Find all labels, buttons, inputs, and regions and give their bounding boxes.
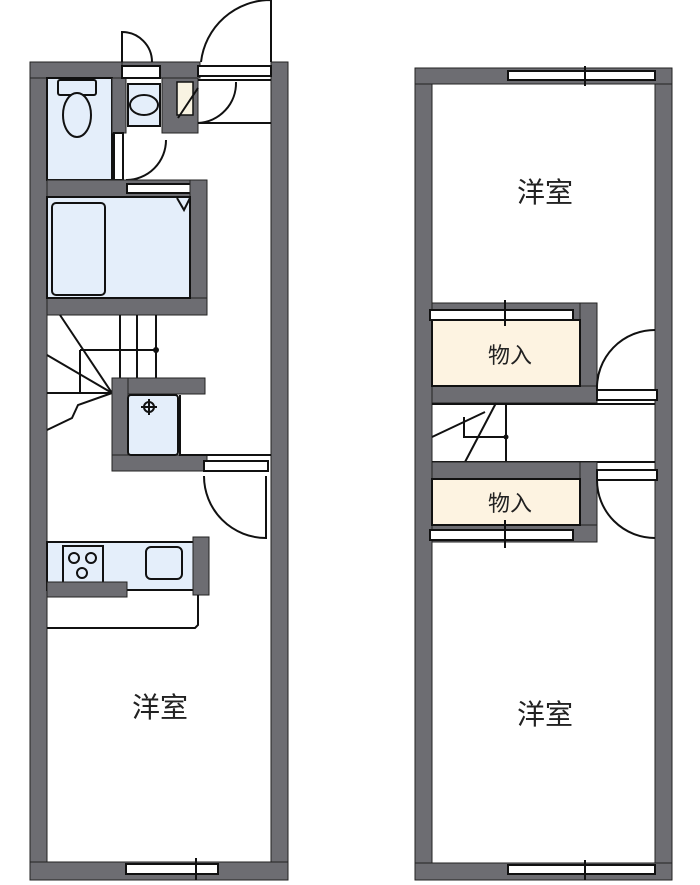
shower-icon xyxy=(176,197,191,213)
stair-post xyxy=(503,434,509,440)
shoe-cabinet xyxy=(176,81,194,116)
washing-machine-space xyxy=(127,394,179,456)
closet-door[interactable] xyxy=(429,309,574,321)
sink-icon xyxy=(129,94,159,116)
room-door[interactable] xyxy=(596,389,658,401)
wall-segment xyxy=(111,454,208,472)
closet-door[interactable] xyxy=(429,529,574,541)
room-label-2f-lower: 洋室 xyxy=(517,698,573,731)
storage-label-lower: 物入 xyxy=(488,492,532,517)
wall-segment xyxy=(46,581,128,598)
window xyxy=(507,70,656,81)
wall-right xyxy=(270,61,289,881)
stove xyxy=(62,545,104,585)
kitchen-sink xyxy=(145,546,183,580)
burner-icon xyxy=(85,552,97,564)
burner-icon xyxy=(68,552,80,564)
wall-segment xyxy=(46,297,208,316)
wall-top xyxy=(29,61,123,79)
counter-line xyxy=(47,595,199,629)
window xyxy=(507,864,656,875)
storage-upper xyxy=(431,319,581,387)
wall-segment xyxy=(431,461,598,480)
toilet-door[interactable] xyxy=(113,132,124,181)
entrance-door[interactable] xyxy=(197,65,272,77)
wall-segment xyxy=(189,179,208,316)
storage-label-upper: 物入 xyxy=(488,344,532,369)
room-door[interactable] xyxy=(203,460,269,472)
door-swing-icon xyxy=(200,0,272,63)
bathtub xyxy=(51,202,106,296)
toilet-icon xyxy=(62,92,92,138)
bath-door[interactable] xyxy=(126,183,192,194)
room-door[interactable] xyxy=(596,469,658,481)
door-swing-icon xyxy=(121,30,153,63)
window xyxy=(121,65,161,79)
staircase xyxy=(431,402,655,470)
room-label-2f-upper: 洋室 xyxy=(517,176,573,209)
door-swing-icon xyxy=(125,139,167,181)
staircase xyxy=(46,314,159,431)
drain-icon xyxy=(141,399,157,415)
door-swing-icon xyxy=(177,81,238,124)
storage-lower xyxy=(431,478,581,526)
door-swing-icon xyxy=(596,479,656,539)
floor-1-plan: 洋室 xyxy=(29,0,289,881)
window xyxy=(125,863,219,875)
wall-left xyxy=(414,67,433,881)
burner-icon xyxy=(76,567,88,579)
wall-segment xyxy=(431,385,598,404)
room-label-1f: 洋室 xyxy=(132,691,188,724)
door-swing-icon xyxy=(203,475,267,540)
wall-line xyxy=(179,395,271,456)
door-swing-icon xyxy=(595,329,656,391)
entry-lines xyxy=(198,79,271,124)
wall-segment xyxy=(192,536,210,596)
wall-left xyxy=(29,61,48,881)
floor-2-plan: 洋室 物入 物入 洋室 xyxy=(414,66,673,881)
wall-segment xyxy=(111,77,127,134)
